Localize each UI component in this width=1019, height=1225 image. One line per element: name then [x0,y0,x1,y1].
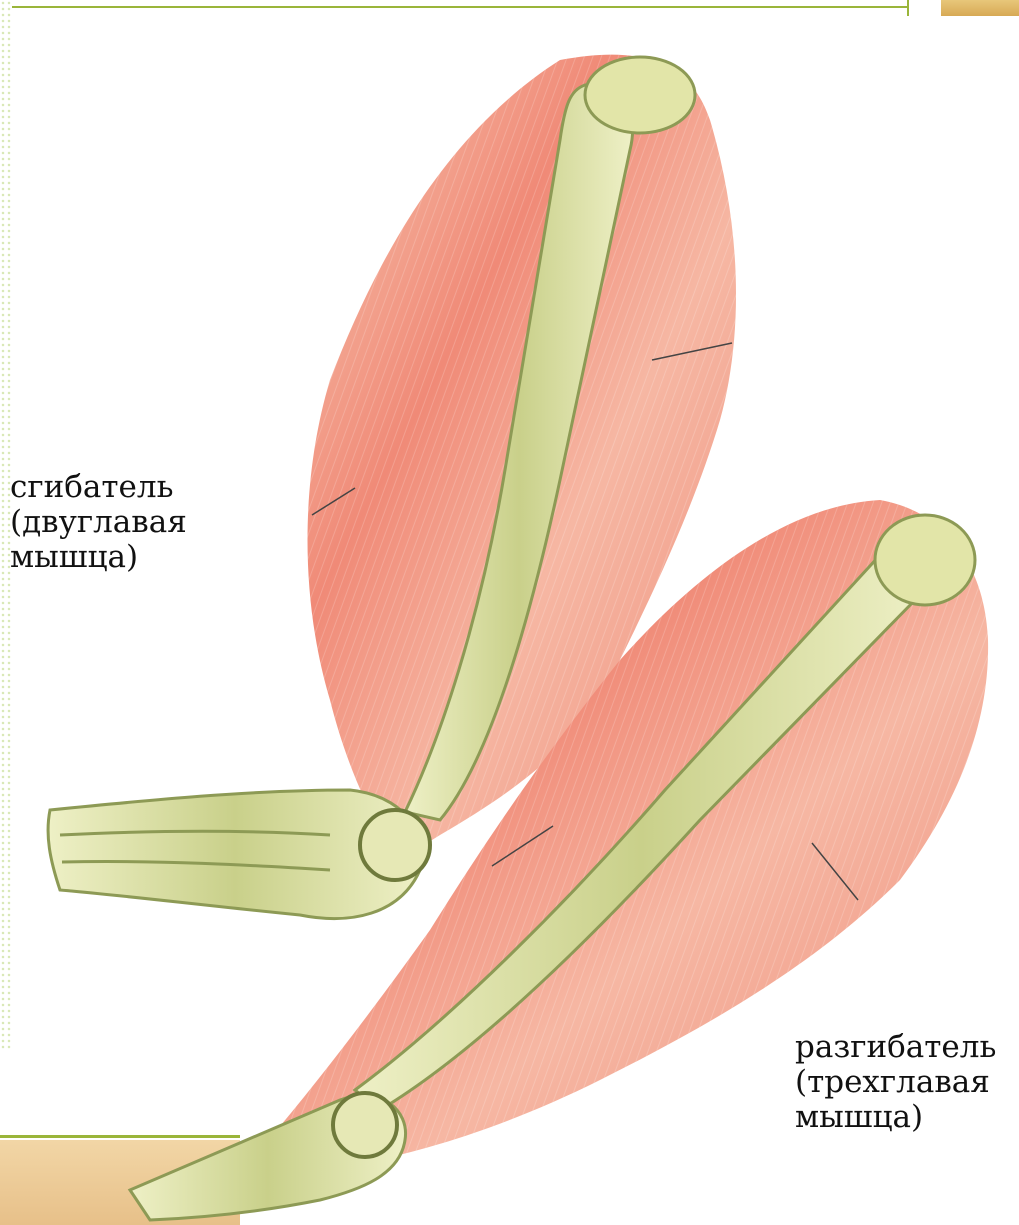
extensor-label: разгибатель (трехглавая мышца) [795,1030,996,1135]
flexor-label-line2: (двуглавая [10,505,187,540]
extensor-label-line3: мышца) [795,1100,996,1135]
elbow-joint [360,810,430,880]
flexor-label: сгибатель (двуглавая мышца) [10,470,187,575]
flexor-label-line3: мышца) [10,540,187,575]
shoulder-joint-2 [875,515,975,605]
shoulder-joint [585,57,695,133]
extensor-label-line2: (трехглавая [795,1065,996,1100]
extensor-label-line1: разгибатель [795,1030,996,1065]
flexor-label-line1: сгибатель [10,470,187,505]
elbow-joint-2 [333,1093,397,1157]
